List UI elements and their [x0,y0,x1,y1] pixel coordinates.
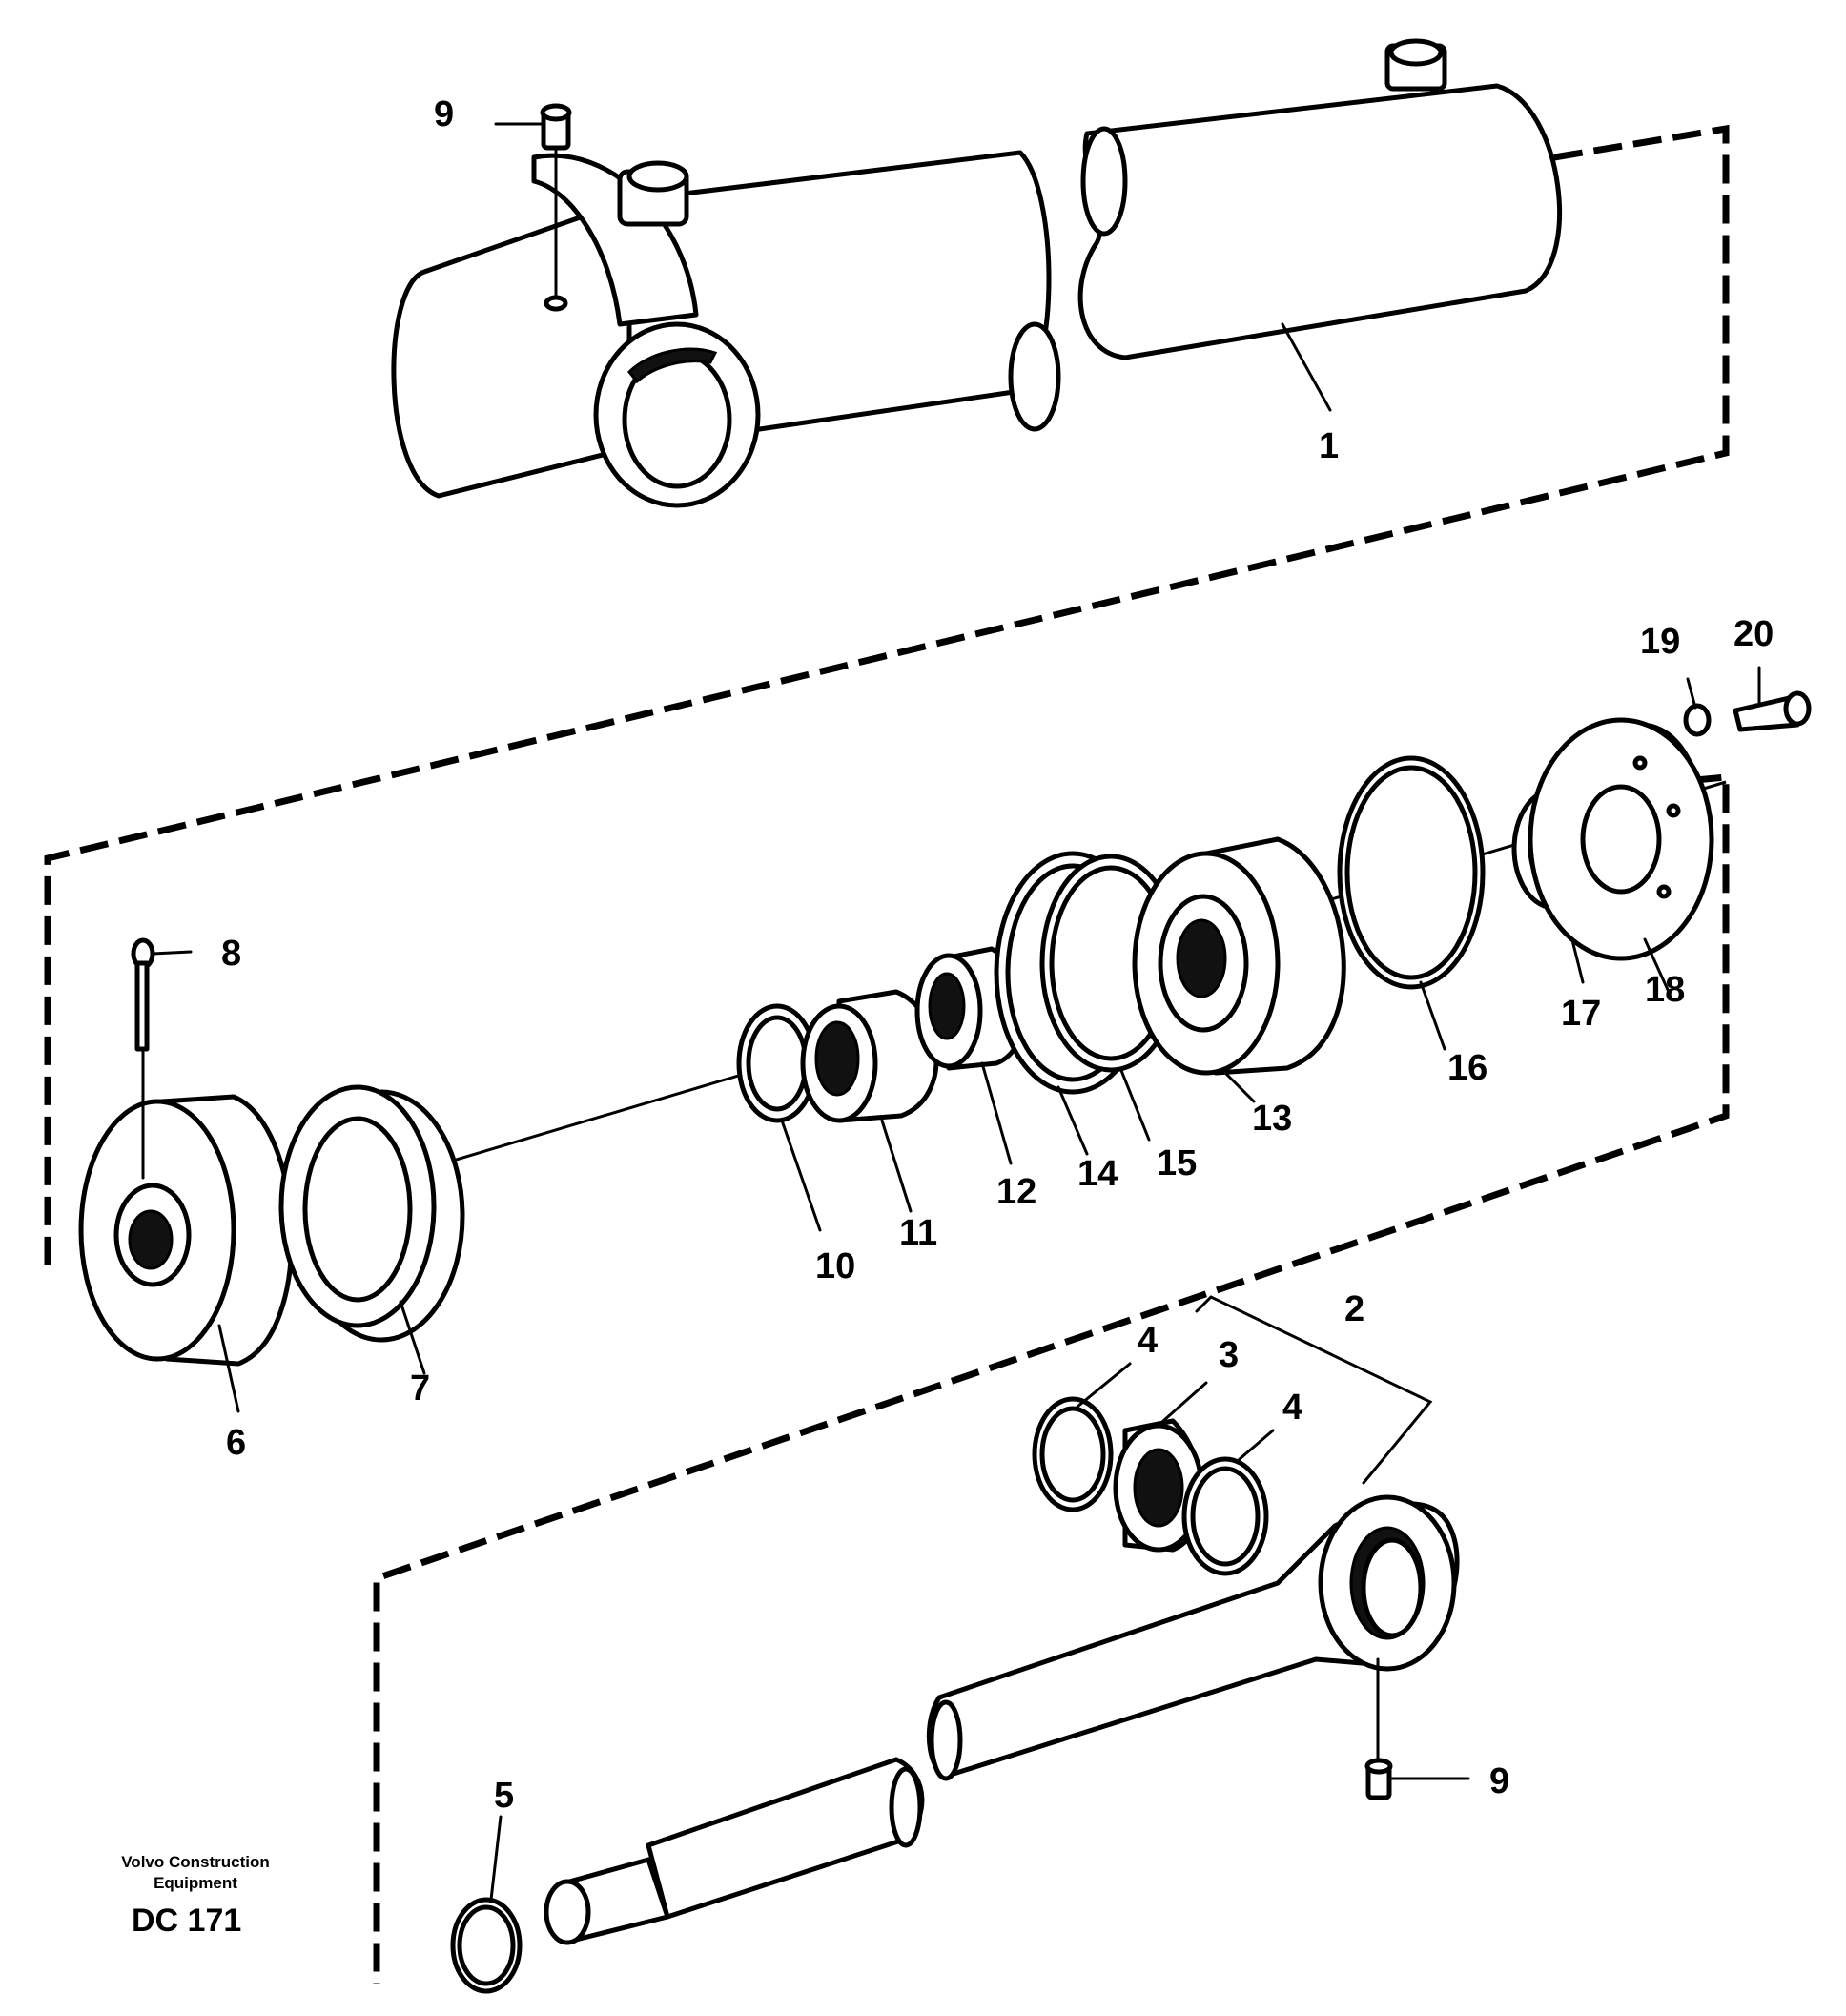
caption-line-2: Equipment [154,1874,237,1892]
o-ring-large [1337,755,1486,1051]
grease-nipple-top [494,103,572,312]
callout-16: 16 [1447,1048,1487,1088]
callout-7: 7 [410,1368,430,1409]
cylinder-head [78,1094,295,1413]
caption-block: Volvo Construction Equipment DC 171 [121,1853,270,1939]
callout-2: 2 [1344,1289,1364,1329]
flange [1528,717,1714,994]
callout-labels: 1 2 3 4 4 5 6 7 8 9 9 10 11 12 13 14 15 … [221,94,1774,1816]
callout-5: 5 [494,1776,514,1816]
callout-15: 15 [1157,1143,1197,1183]
small-washer [1683,677,1712,737]
callout-1: 1 [1319,426,1339,466]
callout-14: 14 [1077,1154,1118,1194]
drawing-code: DC 171 [132,1903,241,1939]
o-ring-small [450,1815,523,1994]
grease-nipple-bottom [1364,1758,1470,1800]
split-pin [131,937,193,1180]
wiper-ring [278,1084,465,1375]
callout-9-top: 9 [434,94,454,134]
callout-10: 10 [815,1246,855,1286]
circlip [736,1003,822,1232]
callout-8: 8 [221,934,241,974]
callout-13: 13 [1252,1099,1292,1139]
piston-rod [544,1494,1460,1945]
callout-18: 18 [1645,970,1685,1010]
callout-4-right: 4 [1282,1388,1302,1428]
callout-4-left: 4 [1138,1321,1158,1361]
piston [1132,836,1346,1103]
bush [800,989,939,1213]
callout-20: 20 [1733,614,1774,654]
rod-circlip-right [1181,1429,1275,1576]
cylinder-barrel [391,38,1562,508]
callout-6: 6 [226,1423,246,1463]
callout-17: 17 [1561,994,1601,1034]
callout-9-bottom: 9 [1489,1761,1509,1801]
callout-19: 19 [1640,622,1680,662]
sleeve [914,946,1027,1165]
rod-circlip-left [1032,1362,1132,1512]
callout-11: 11 [899,1213,937,1253]
callout-12: 12 [996,1172,1036,1212]
screw [1733,666,1812,732]
callout-3: 3 [1219,1335,1239,1375]
caption-line-1: Volvo Construction [121,1853,270,1871]
